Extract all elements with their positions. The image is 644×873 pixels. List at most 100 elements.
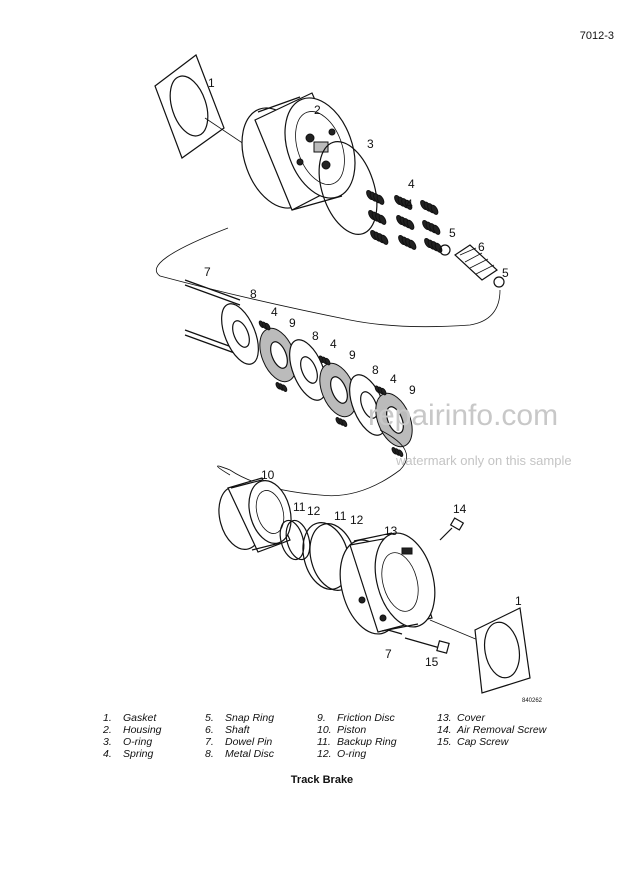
- disc-stack: [221, 303, 413, 457]
- legend-number: 3.: [103, 736, 112, 748]
- o-ring-12-small: [285, 519, 311, 561]
- piston: [218, 477, 292, 553]
- metal-disc: [221, 303, 259, 365]
- cap-screw: [404, 637, 450, 654]
- legend-number: 2.: [103, 724, 112, 736]
- callouts: 1 2 3 4 4 5 6 5 7 8 4 9 8 4 9 8 4 9 10 1…: [204, 76, 543, 704]
- legend-item: 5. Snap Ring: [205, 712, 317, 724]
- legend-item: 4.Spring: [103, 748, 205, 760]
- callout-label: 10: [261, 468, 275, 482]
- legend-label: O-ring: [123, 736, 153, 748]
- callout-label: 8: [312, 329, 319, 343]
- legend-number: 1.: [103, 712, 112, 724]
- legend-number: 9.: [317, 712, 326, 724]
- legend-number: 11.: [317, 736, 331, 748]
- legend-item: 8. Metal Disc: [205, 748, 317, 760]
- callout-label: 5: [502, 266, 509, 280]
- legend-column: 9. Friction Disc 10. Piston 11. Backup Ring…: [317, 712, 437, 760]
- gasket-bottom: [429, 607, 531, 694]
- legend-item: 12.O-ring: [317, 748, 437, 760]
- legend-number: 6.: [205, 724, 214, 736]
- legend-item: 6. Shaft: [205, 724, 317, 736]
- callout-label: 9: [349, 348, 356, 362]
- air-removal-screw: [439, 517, 465, 541]
- legend-label: Shaft: [225, 724, 250, 736]
- legend-label: Dowel Pin: [225, 736, 273, 748]
- callout-label: 13: [384, 524, 398, 538]
- spring: [368, 209, 387, 225]
- spring: [420, 199, 439, 215]
- page-number: 7012-3: [579, 30, 614, 42]
- legend-number: 13.: [437, 712, 452, 724]
- spring: [396, 214, 415, 230]
- legend-item: 9. Friction Disc: [317, 712, 437, 724]
- legend-label: Air Removal Screw: [457, 724, 547, 736]
- watermark: repairinfo.com watermark only on this sa…: [368, 399, 572, 468]
- legend-item: 1.Gasket: [103, 712, 205, 724]
- legend-label: Cover: [457, 712, 486, 724]
- callout-label: 6: [478, 240, 485, 254]
- backup-ring-11-small: [279, 519, 305, 561]
- callout-label: 14: [453, 502, 467, 516]
- callout-label: 8: [250, 287, 257, 301]
- spring: [398, 234, 417, 250]
- callout-label: 2: [314, 103, 321, 117]
- figure-code: 840262: [522, 698, 543, 704]
- callout-label: 15: [425, 655, 439, 669]
- watermark-sub: watermark only on this sample: [395, 453, 572, 468]
- callout-label: 7: [385, 647, 392, 661]
- spring: [422, 219, 441, 235]
- legend-item: 11. Backup Ring: [317, 736, 437, 748]
- dowel-pin-lower: [387, 629, 403, 635]
- legend-label: Backup Ring: [337, 736, 397, 748]
- spring: [394, 194, 413, 210]
- leader-loop-top: [155, 227, 501, 328]
- callout-label: 11: [334, 509, 347, 523]
- o-ring-3: [318, 141, 378, 235]
- callout-label: 7: [204, 265, 211, 279]
- spring: [424, 237, 443, 253]
- callout-label: 3: [367, 137, 374, 151]
- spring: [275, 382, 288, 392]
- legend-item: 2.Housing: [103, 724, 205, 736]
- legend-number: 14.: [437, 724, 452, 736]
- spring: [391, 447, 404, 457]
- legend-label: Friction Disc: [337, 712, 395, 724]
- callout-label: 8: [372, 363, 379, 377]
- housing: [241, 92, 356, 211]
- callout-label: 1: [208, 76, 215, 90]
- shaft: [439, 244, 505, 288]
- callout-label: 9: [289, 316, 296, 330]
- legend-number: 4.: [103, 748, 112, 760]
- dowel-pins-upper: [184, 279, 241, 356]
- spring: [318, 355, 331, 366]
- callout-label: 4: [406, 197, 413, 211]
- legend-label: Metal Disc: [225, 748, 275, 760]
- legend-number: 10.: [317, 724, 332, 736]
- callout-label: 4: [390, 372, 397, 386]
- spring: [370, 229, 389, 245]
- callout-label: 1: [515, 594, 522, 608]
- callout-label: 4: [271, 305, 278, 319]
- friction-disc: [259, 327, 297, 383]
- legend-number: 7.: [205, 736, 214, 748]
- legend-item: 3. O-ring: [103, 736, 205, 748]
- springs-group: [366, 189, 443, 253]
- legend-item: 7. Dowel Pin: [205, 736, 317, 748]
- spring: [258, 320, 271, 331]
- spring: [374, 385, 387, 396]
- spring: [366, 189, 385, 205]
- callout-label: 11: [293, 500, 306, 514]
- spring: [335, 417, 348, 427]
- leader-loop-middle: [217, 429, 407, 497]
- legend-number: 5.: [205, 712, 214, 724]
- parts-legend: 1.Gasket 2.Housing 3. O-ring 4.Spring 5. S…: [103, 712, 583, 760]
- legend-number: 8.: [205, 748, 214, 760]
- callout-label: 12: [350, 513, 364, 527]
- legend-item: 14. Air Removal Screw: [437, 724, 577, 736]
- legend-label: Piston: [337, 724, 367, 736]
- watermark-main: repairinfo.com: [368, 399, 558, 432]
- legend-label: O-ring: [337, 748, 367, 760]
- legend-label: Snap Ring: [225, 712, 275, 724]
